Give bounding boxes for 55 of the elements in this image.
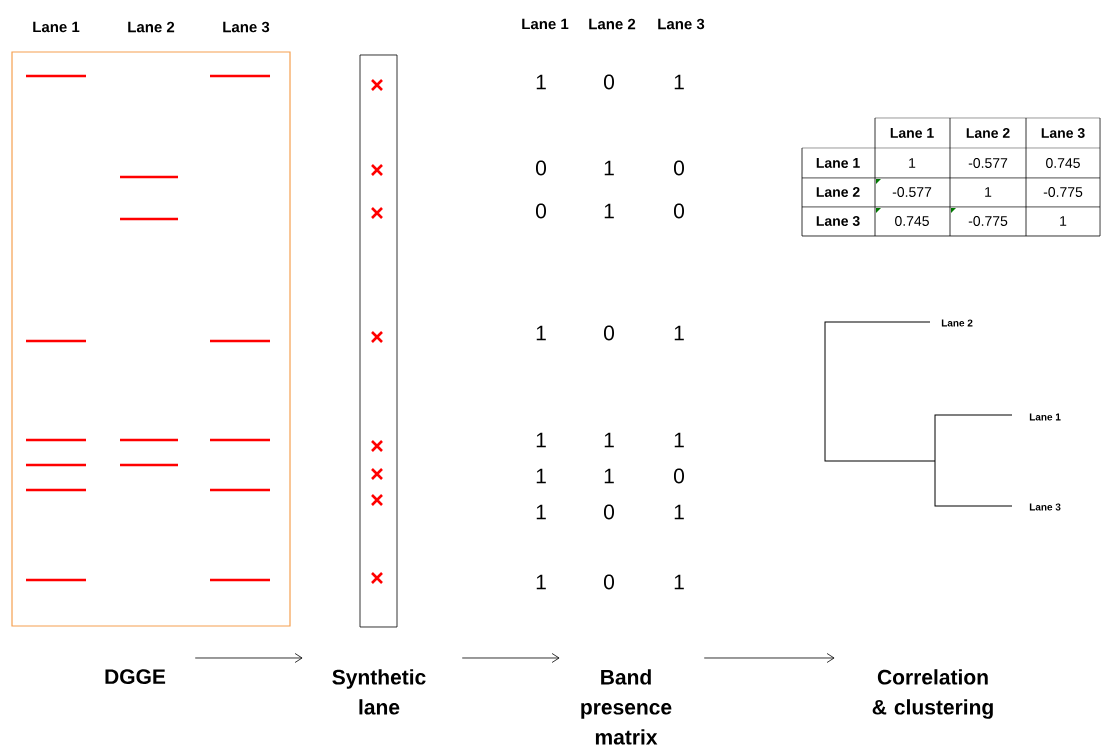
matrix-value: 1 — [536, 574, 546, 590]
matrix-value: 1 — [536, 325, 546, 341]
table-cell: 1 — [985, 187, 992, 197]
table-cell: -0.577 — [968, 158, 1008, 168]
matrix-value: 1 — [604, 203, 614, 219]
matrix-value: 1 — [674, 74, 684, 90]
step-label: Band presence matrix — [581, 669, 672, 745]
matrix-value: 0 — [604, 74, 614, 90]
matrix-value: 1 — [604, 160, 614, 176]
matrix-value: 1 — [536, 74, 546, 90]
table-cell: 1 — [909, 158, 916, 168]
step-label: DGGE — [105, 669, 166, 685]
table-header: Lane 1 — [890, 128, 934, 138]
arrow — [194, 653, 303, 663]
matrix-value: 0 — [674, 468, 684, 484]
matrix-value: 1 — [536, 432, 546, 448]
dendrogram-label: Lane 3 — [1029, 503, 1061, 511]
matrix-value: 0 — [536, 160, 546, 176]
matrix-value: 0 — [674, 203, 684, 219]
matrix-value: 0 — [674, 160, 684, 176]
matrix-value: 1 — [604, 432, 614, 448]
matrix-value: 1 — [604, 468, 614, 484]
lane-label: Lane 2 — [128, 21, 175, 33]
table-cell: 0.745 — [895, 216, 929, 226]
matrix-value: 1 — [674, 325, 684, 341]
matrix-value: 0 — [536, 203, 546, 219]
table-cell: -0.775 — [1043, 187, 1083, 197]
matrix-value: 0 — [604, 504, 614, 520]
matrix-value: 1 — [536, 504, 546, 520]
table-header: Lane 2 — [966, 128, 1010, 138]
matrix-value: 0 — [604, 325, 614, 341]
matrix-value: 1 — [536, 468, 546, 484]
matrix-value: 1 — [674, 504, 684, 520]
table-cell: -0.577 — [892, 187, 932, 197]
table-header: Lane 2 — [816, 187, 860, 197]
column-header: Lane 2 — [589, 18, 636, 30]
dendrogram-label: Lane 2 — [941, 319, 973, 327]
table-cell: 0.745 — [1046, 158, 1080, 168]
arrow — [703, 653, 835, 663]
lane-label: Lane 3 — [223, 21, 270, 33]
table-header: Lane 1 — [816, 158, 860, 168]
dendrogram-label: Lane 1 — [1029, 413, 1061, 421]
table-header: Lane 3 — [816, 216, 860, 226]
table-cell: 1 — [1060, 216, 1067, 226]
step-label: Correlation & clustering — [872, 669, 993, 719]
column-header: Lane 3 — [658, 18, 705, 30]
matrix-value: 1 — [674, 574, 684, 590]
arrow — [461, 653, 560, 663]
matrix-value: 0 — [604, 574, 614, 590]
lane-label: Lane 1 — [33, 21, 80, 33]
matrix-value: 1 — [674, 432, 684, 448]
step-label: Synthetic lane — [332, 669, 426, 715]
table-header: Lane 3 — [1041, 128, 1085, 138]
table-cell: -0.775 — [968, 216, 1008, 226]
column-header: Lane 1 — [522, 18, 569, 30]
